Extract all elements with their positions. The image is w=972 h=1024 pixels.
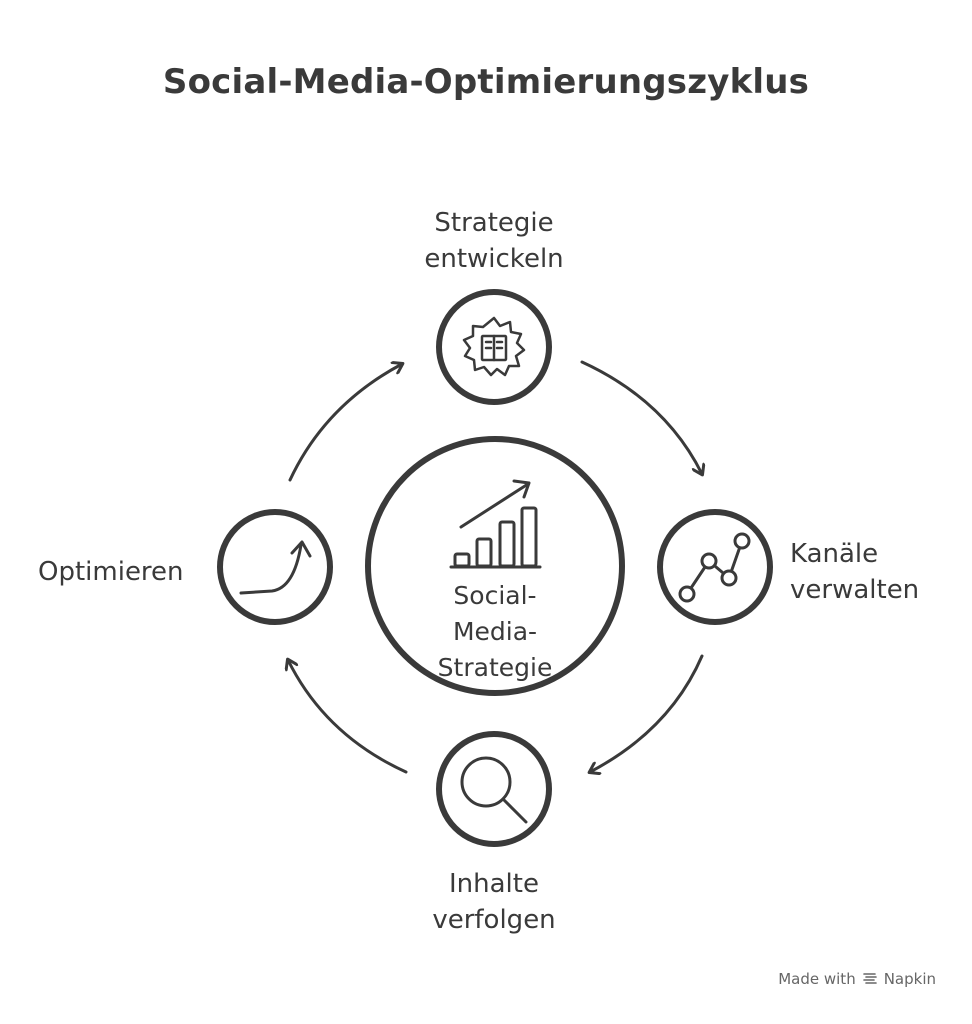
bar-chart-trend-icon — [449, 479, 542, 569]
arrow-optimize-to-strategy — [288, 364, 402, 482]
diagram-title: Social-Media-Optimierungszyklus — [162, 62, 810, 102]
strategy-label-line-2: entwickeln — [424, 244, 564, 274]
content-label-line-2: verfolgen — [432, 905, 556, 935]
channels-label: Kanäle verwalten — [790, 536, 919, 608]
gear-document-icon — [462, 316, 526, 377]
optimize-label: Optimieren — [38, 554, 184, 590]
content-label-line-1: Inhalte — [449, 869, 539, 899]
optimize-label-line-1: Optimieren — [38, 557, 184, 587]
center-label-line-3: Strategie — [437, 653, 553, 682]
strategy-label: Strategie entwickeln — [394, 205, 594, 277]
napkin-logo-icon — [862, 973, 877, 984]
arrow-content-to-optimize — [288, 660, 408, 774]
content-label: Inhalte verfolgen — [394, 866, 594, 938]
made-with-text: Made with — [778, 970, 856, 988]
channels-label-line-2: verwalten — [790, 575, 920, 605]
center-label-line-1: Social- — [453, 581, 537, 610]
arrow-channels-to-content — [590, 654, 704, 772]
channels-label-line-1: Kanäle — [790, 539, 879, 569]
footer-credit: Made with Napkin — [778, 970, 936, 988]
growth-curve-arrow-icon — [239, 540, 312, 595]
center-label: Social- Media- Strategie — [400, 578, 590, 686]
line-graph-icon — [678, 532, 751, 603]
center-label-line-2: Media- — [452, 617, 538, 646]
napkin-brand-text: Napkin — [883, 970, 936, 988]
magnifier-icon — [460, 756, 528, 824]
strategy-label-line-1: Strategie — [434, 208, 554, 238]
optimize-circle — [217, 509, 333, 625]
arrow-strategy-to-channels — [580, 360, 702, 474]
content-circle — [436, 731, 552, 847]
